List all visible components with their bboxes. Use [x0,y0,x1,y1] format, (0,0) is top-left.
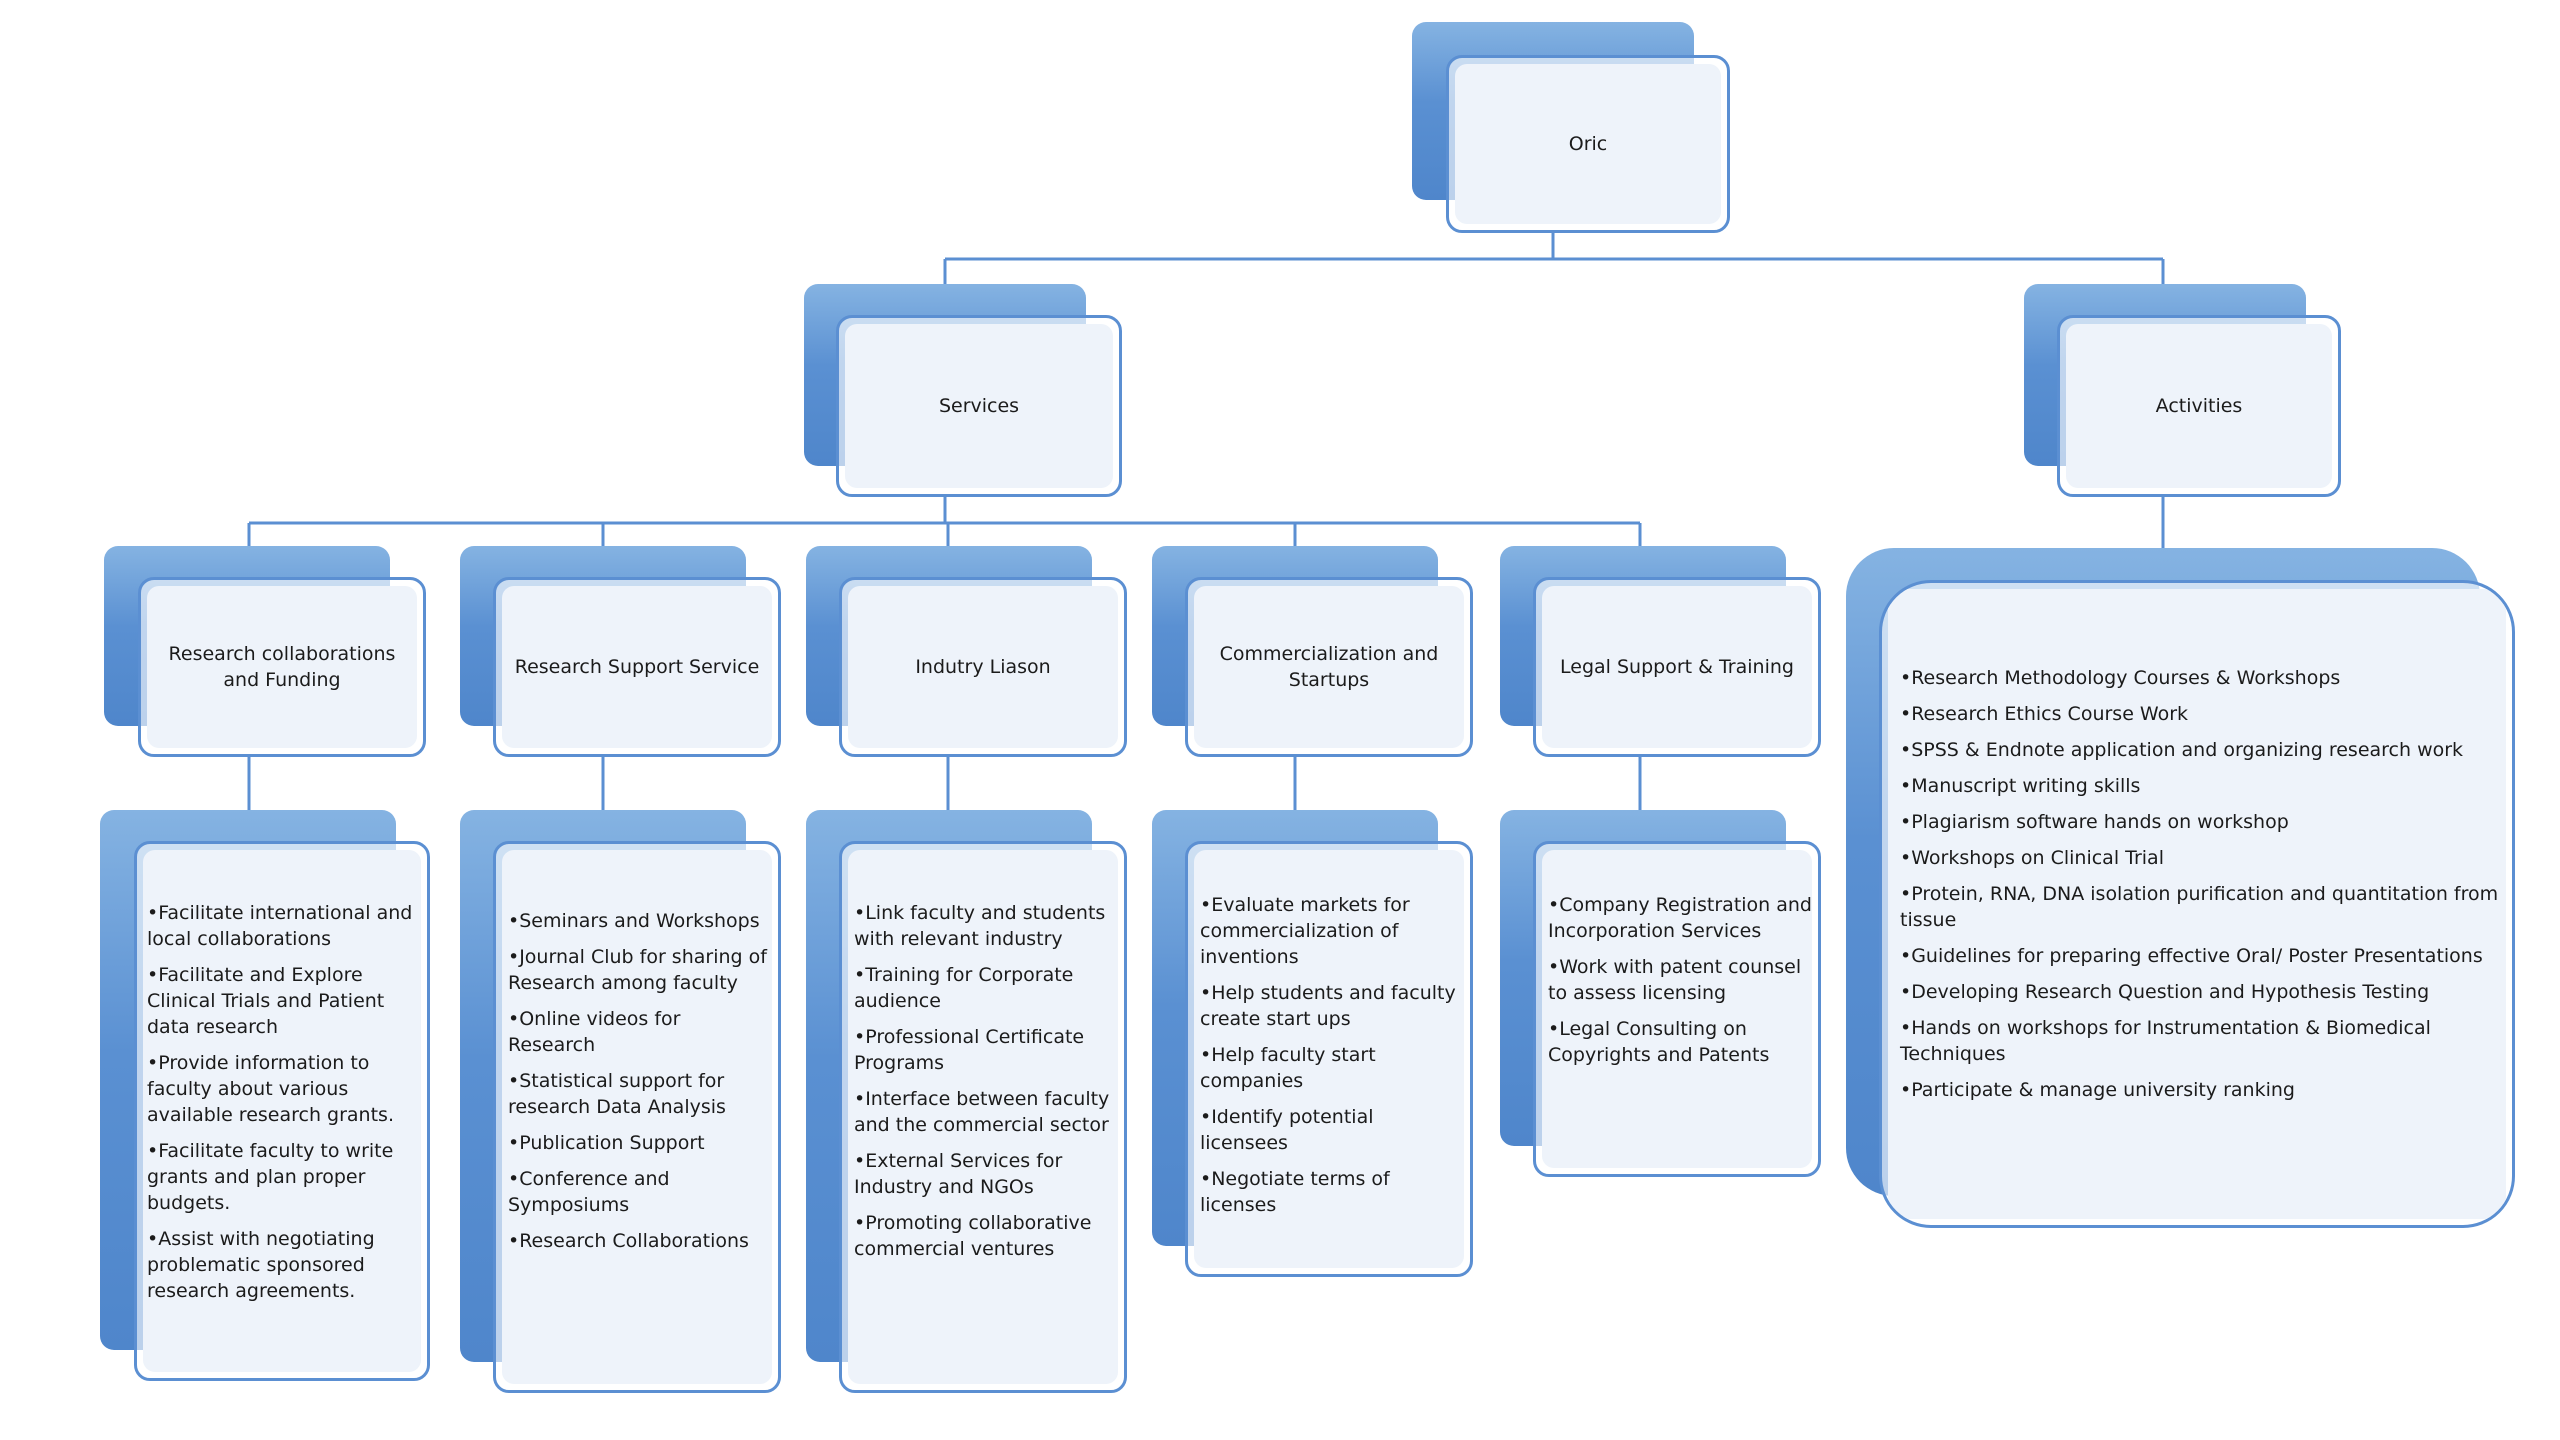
list-item: •Workshops on Clinical Trial [1900,847,2164,869]
service-label-commercialization: Commercialization and Startups [1219,642,1439,691]
list-item: •Conference and Symposiums [508,1168,670,1216]
list-item: •Promoting collaborative commercial vent… [854,1212,1092,1260]
list-item: •Facilitate faculty to write grants and … [147,1140,394,1214]
service-label-legal-support: Legal Support & Training [1560,655,1794,678]
list-item: •Publication Support [508,1132,705,1154]
list-item: •Negotiate terms of licenses [1200,1168,1390,1216]
service-label-research-support: Research Support Service [514,655,760,678]
list-item: •Research Ethics Course Work [1900,703,2189,725]
service-items-5: •Company Registration and Incorporation … [1548,892,1812,1078]
service-items-4: •Evaluate markets for commercialization … [1200,892,1464,1228]
list-item: •Help faculty start companies [1200,1044,1376,1092]
list-item: •Evaluate markets for commercialization … [1200,894,1410,968]
list-item: •Help students and faculty create start … [1200,982,1456,1030]
list-item: •Hands on workshops for Instrumentation … [1900,1017,2431,1065]
list-item: •Facilitate and Explore Clinical Trials … [147,964,385,1038]
list-item: •Link faculty and students with relevant… [854,902,1106,950]
list-item: •Guidelines for preparing effective Oral… [1900,945,2483,967]
service-items-3: •Link faculty and students with relevant… [854,900,1122,1272]
list-item: •Developing Research Question and Hypoth… [1900,981,2430,1003]
service-label-research-collaborations: Research collaborations and Funding [168,642,396,691]
list-item: •SPSS & Endnote application and organizi… [1900,739,2464,761]
list-item: •Journal Club for sharing of Research am… [508,946,767,994]
activities-items: •Research Methodology Courses & Workshop… [1900,665,2500,1113]
list-item: •Legal Consulting on Copyrights and Pate… [1548,1018,1770,1066]
list-item: •External Services for Industry and NGOs [854,1150,1063,1198]
services-label: Services [938,394,1020,417]
list-item: •Company Registration and Incorporation … [1548,894,1812,942]
service-items-2: •Seminars and Workshops •Journal Club fo… [508,908,772,1264]
list-item: •Manuscript writing skills [1900,775,2141,797]
list-item: •Statistical support for research Data A… [508,1070,726,1118]
list-item: •Facilitate international and local coll… [147,902,413,950]
list-item: •Professional Certificate Programs [854,1026,1085,1074]
list-item: •Seminars and Workshops [508,910,760,932]
list-item: •Identify potential licensees [1200,1106,1374,1154]
list-item: •Online videos for Research [508,1008,681,1056]
list-item: •Training for Corporate audience [854,964,1074,1012]
service-items-1: •Facilitate international and local coll… [147,900,419,1314]
activities-label: Activities [2155,394,2243,417]
list-item: •Plagiarism software hands on workshop [1900,811,2289,833]
list-item: •Assist with negotiating problematic spo… [147,1228,375,1302]
list-item: •Research Methodology Courses & Workshop… [1900,667,2341,689]
list-item: •Participate & manage university ranking [1900,1079,2295,1101]
list-item: •Interface between faculty and the comme… [854,1088,1110,1136]
service-label-industry-liason: Indutry Liason [915,655,1051,678]
list-item: •Protein, RNA, DNA isolation purificatio… [1900,883,2499,931]
list-item: •Provide information to faculty about va… [147,1052,394,1126]
root-label: Oric [1568,132,1608,155]
list-item: •Research Collaborations [508,1230,749,1252]
list-item: •Work with patent counsel to assess lice… [1548,956,1802,1004]
